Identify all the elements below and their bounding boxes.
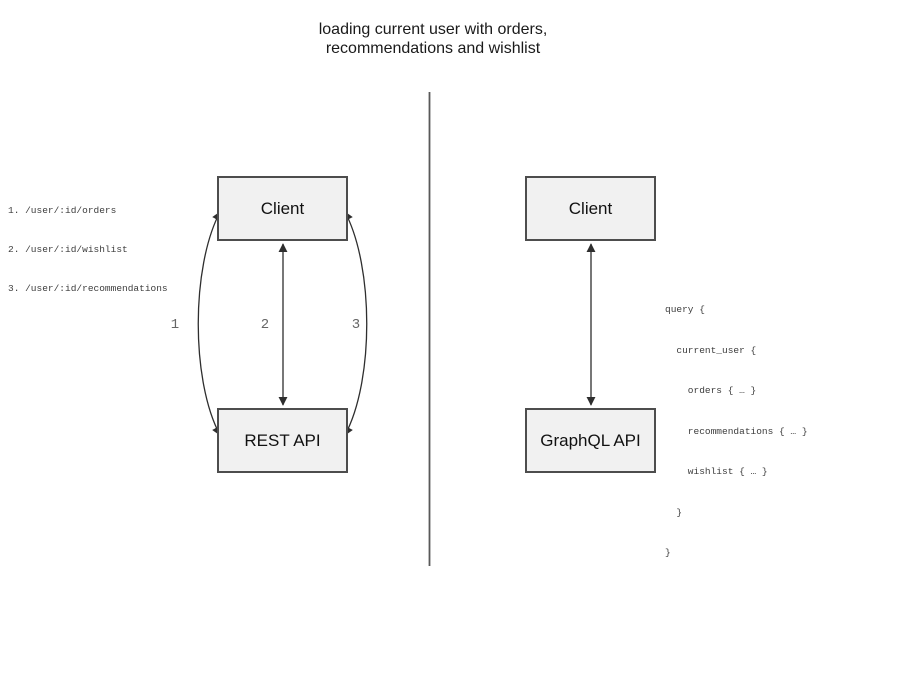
diagram-title: loading current user with orders, recomm…	[319, 20, 548, 58]
arrow-label-1: 1	[170, 317, 180, 333]
client-box-rest: Client	[217, 176, 348, 241]
endpoint-recommendations: 3. /user/:id/recommendations	[8, 283, 168, 294]
client-box-graphql: Client	[525, 176, 656, 241]
query-line-3: orders { … }	[665, 385, 757, 396]
query-line-6: }	[665, 506, 683, 518]
query-line-7: }	[665, 547, 671, 558]
arrow-label-3: 3	[351, 317, 361, 333]
query-line-2: current_user {	[665, 344, 757, 356]
title-line-2: recommendations and wishlist	[325, 40, 541, 57]
query-line-1: query {	[665, 304, 705, 315]
rest-endpoint-list: 1. /user/:id/orders 2. /user/:id/wishlis…	[8, 178, 168, 321]
arrow-label-2: 2	[260, 317, 270, 333]
rest-arrow-1-curved-left	[197, 211, 221, 436]
client-box-rest-label: Client	[260, 198, 305, 218]
endpoint-wishlist: 2. /user/:id/wishlist	[8, 244, 128, 255]
rest-api-box-label: REST API	[244, 430, 321, 450]
title-line-1: loading current user with orders,	[318, 21, 548, 38]
client-box-graphql-label: Client	[568, 198, 613, 218]
query-line-5: wishlist { … }	[665, 466, 768, 477]
graphql-api-box: GraphQL API	[525, 408, 656, 473]
rest-api-box: REST API	[217, 408, 348, 473]
endpoint-orders: 1. /user/:id/orders	[8, 205, 117, 216]
graphql-api-box-label: GraphQL API	[540, 430, 641, 450]
graphql-query-snippet: query { current_user { orders { … } reco…	[665, 276, 808, 587]
query-line-4: recommendations { … }	[665, 425, 808, 437]
